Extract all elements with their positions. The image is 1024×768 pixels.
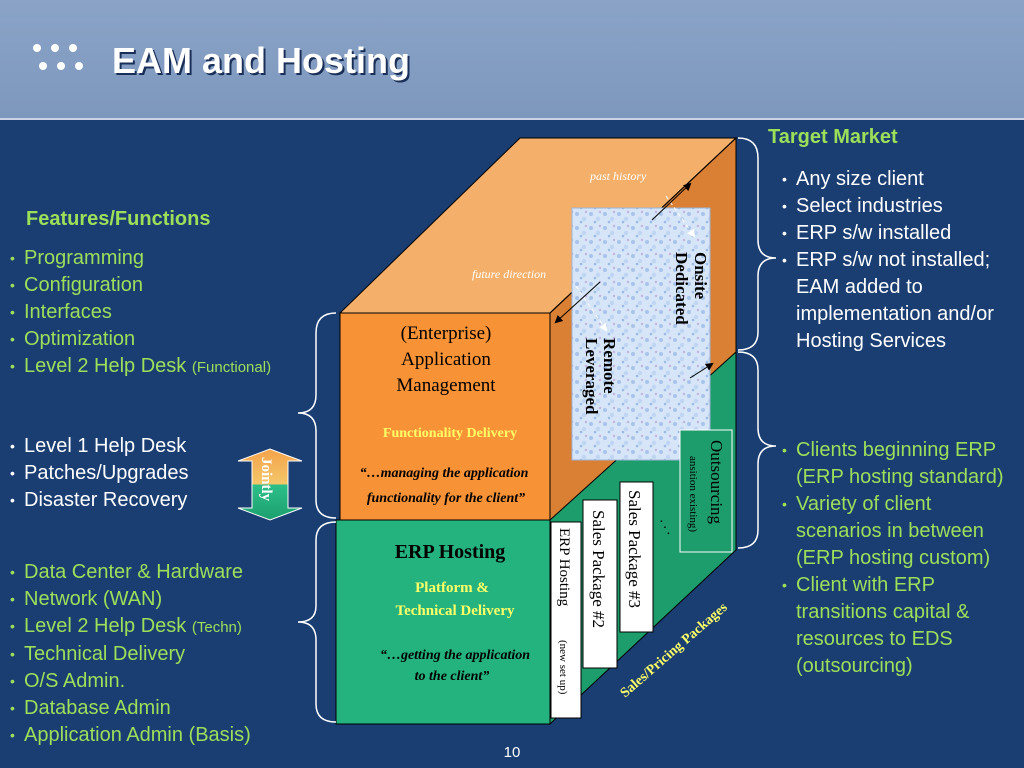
platform-line2: Technical Delivery <box>395 603 515 619</box>
delivery-model-panel <box>571 207 711 461</box>
list-item: O/S Admin. <box>10 668 251 695</box>
list-item: Disaster Recovery <box>10 487 189 514</box>
features-list-3: Data Center & Hardware Network (WAN) Lev… <box>10 559 251 749</box>
erp-quote-line2: to the client” <box>415 669 490 684</box>
list-item: Patches/Upgrades <box>10 460 189 487</box>
sales-package-erp-hosting <box>550 521 582 719</box>
dedicated-label: Dedicated <box>672 252 691 325</box>
sales-package-3 <box>619 481 654 633</box>
features-functions-heading: Features/Functions <box>26 208 211 230</box>
list-item: Configuration <box>10 272 271 299</box>
past-history-label: past history <box>589 169 647 183</box>
list-item: Optimization <box>10 326 271 353</box>
eam-title-line3: Management <box>396 375 496 396</box>
list-item: Variety of client scenarios in between (… <box>782 491 1018 572</box>
sales-package-2 <box>582 499 618 669</box>
features-list-1: Programming Configuration Interfaces Opt… <box>10 245 271 381</box>
page-title: EAM and Hosting <box>112 40 410 81</box>
list-item: ERP s/w not installed; EAM added to impl… <box>782 247 1018 355</box>
list-item: Level 2 Help Desk (Functional) <box>10 353 271 381</box>
list-item: Clients beginning ERP (ERP hosting stand… <box>782 437 1018 491</box>
list-item: Level 1 Help Desk <box>10 433 189 460</box>
list-item: Interfaces <box>10 299 271 326</box>
eam-title-line2: Application <box>401 349 491 370</box>
target-market-heading: Target Market <box>768 126 898 148</box>
platform-line1: Platform & <box>415 580 489 596</box>
onsite-label: Onsite <box>691 252 710 300</box>
erp-quote-line1: “…getting the application <box>380 648 530 663</box>
remote-label: Remote <box>600 338 619 394</box>
list-item: Select industries <box>782 193 1018 220</box>
eam-front-face <box>339 312 551 521</box>
features-list-2: Level 1 Help Desk Patches/Upgrades Disas… <box>10 433 189 514</box>
sales-package-3-label: Sales Package #3 <box>625 490 644 608</box>
erp-hosting-vertical-label: ERP Hosting <box>556 528 572 607</box>
right-brace-erp <box>737 351 777 549</box>
erp-front-face <box>335 519 551 725</box>
future-direction-label: future direction <box>472 267 546 281</box>
list-item: Level 2 Help Desk (Techn) <box>10 613 251 641</box>
outsourcing-panel <box>679 429 733 553</box>
list-item: ERP s/w installed <box>782 220 1018 247</box>
eam-title-line1: (Enterprise) <box>401 323 492 344</box>
functionality-delivery-label: Functionality Delivery <box>383 426 517 441</box>
left-brace-erp <box>297 521 337 723</box>
left-brace-eam <box>297 312 337 519</box>
leveraged-label: Leveraged <box>582 338 601 415</box>
eam-quote-line2: functionality for the client” <box>367 491 525 506</box>
right-brace-eam <box>737 137 777 351</box>
new-setup-label: (new set up) <box>557 640 569 695</box>
page-number: 10 <box>503 744 521 761</box>
list-item: Client with ERP transitions capital & re… <box>782 572 1018 680</box>
sales-package-2-label: Sales Package #2 <box>589 510 608 628</box>
eam-quote-line1: “…managing the application <box>360 466 529 481</box>
target-market-list-1: Any size client Select industries ERP s/… <box>782 166 1018 355</box>
list-item: Data Center & Hardware <box>10 559 251 586</box>
title-bar: EAM and Hosting <box>0 0 1024 120</box>
list-item: Programming <box>10 245 271 272</box>
erp-hosting-title: ERP Hosting <box>395 541 506 563</box>
list-item: Network (WAN) <box>10 586 251 613</box>
outsourcing-sub-label: ansition existing) <box>687 456 699 532</box>
jointly-double-arrow: Jointly <box>237 448 303 521</box>
list-item: Database Admin <box>10 695 251 722</box>
list-item: Technical Delivery <box>10 641 251 668</box>
list-item: Application Admin (Basis) <box>10 722 251 749</box>
list-item: Any size client <box>782 166 1018 193</box>
jointly-label: Jointly <box>258 457 274 502</box>
outsourcing-label: Outsourcing <box>707 440 726 525</box>
target-market-list-2: Clients beginning ERP (ERP hosting stand… <box>782 437 1018 680</box>
